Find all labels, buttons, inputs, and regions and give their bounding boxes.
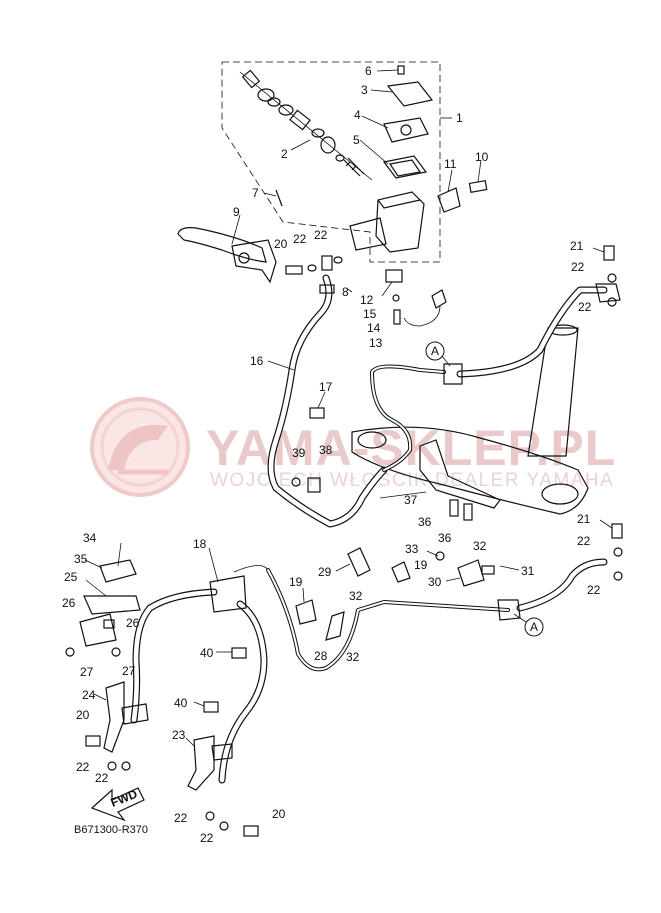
callout-28: 28 <box>314 649 328 663</box>
callout-40-lower: 40 <box>174 696 188 710</box>
callout-37: 37 <box>404 493 418 507</box>
callout-7: 7 <box>252 186 259 200</box>
diagram-code: B671300-R370 <box>74 824 148 836</box>
callout-22-left-b: 22 <box>95 771 109 785</box>
master-cylinder-group-outline <box>221 61 452 263</box>
callout-32-upper: 32 <box>473 539 487 553</box>
callout-1: 1 <box>456 111 463 125</box>
callout-20-lever: 20 <box>274 237 288 251</box>
callout-9: 9 <box>233 205 240 219</box>
callout-6: 6 <box>365 64 372 78</box>
callout-29: 29 <box>318 565 332 579</box>
callout-8: 8 <box>342 285 349 299</box>
svg-text:A: A <box>431 344 439 358</box>
callout-20-bottom: 20 <box>272 807 286 821</box>
callout-23: 23 <box>172 728 186 742</box>
callout-22-lower-b: 22 <box>587 583 601 597</box>
callout-4: 4 <box>354 108 361 122</box>
callout-26-left: 26 <box>62 596 76 610</box>
callout-5: 5 <box>353 133 360 147</box>
brake-switch <box>385 269 447 327</box>
callout-24: 24 <box>82 688 96 702</box>
callout-12: 12 <box>360 293 374 307</box>
ref-marker-a-upper: A <box>425 341 451 367</box>
watermark-subtext: WOJCIECH WŁOŚCIK DEALER YAMAHA <box>210 469 614 491</box>
hose-brackets-lower <box>103 681 233 791</box>
callout-32-lower: 32 <box>346 650 360 664</box>
callout-22-lever-b: 22 <box>314 228 328 242</box>
master-cylinder-body <box>275 179 488 253</box>
callout-17: 17 <box>319 380 333 394</box>
fittings-38-39 <box>291 477 321 493</box>
master-cylinder-kit <box>239 69 373 181</box>
callout-16: 16 <box>250 354 264 368</box>
ref-marker-a-lower: A <box>513 613 544 637</box>
callout-20-left: 20 <box>76 708 90 722</box>
left-brackets <box>65 559 141 657</box>
callout-38: 38 <box>319 443 333 457</box>
callout-36-left: 36 <box>418 515 432 529</box>
brake-lines-upper <box>370 283 621 472</box>
callout-36-right: 36 <box>438 531 452 545</box>
callout-31: 31 <box>521 564 535 578</box>
lever-hardware <box>285 255 343 275</box>
hose-clamps-40 <box>203 647 247 713</box>
callout-27-right: 27 <box>122 664 136 678</box>
callout-26-right: 26 <box>126 616 140 630</box>
callout-18: 18 <box>193 537 207 551</box>
callout-10: 10 <box>475 150 489 164</box>
fwd-arrow: FWD <box>90 787 145 822</box>
callout-19-lower: 19 <box>289 575 303 589</box>
watermark-logo <box>90 397 190 497</box>
banjo-bolts-washers <box>85 245 623 837</box>
callout-labels: 1 2 3 4 5 6 7 8 9 10 11 12 13 14 15 16 1… <box>62 64 601 845</box>
brake-lines-lower <box>266 558 608 672</box>
callout-22-bottom-a: 22 <box>174 811 188 825</box>
callout-15: 15 <box>363 307 377 321</box>
callout-33: 33 <box>405 542 419 556</box>
brake-hose-16 <box>267 274 388 528</box>
callout-13: 13 <box>369 336 383 350</box>
callout-32-mid: 32 <box>349 589 363 603</box>
callout-14: 14 <box>367 321 381 335</box>
callout-22-bottom-b: 22 <box>200 831 214 845</box>
callout-21-lower: 21 <box>577 512 591 526</box>
callout-21-upper: 21 <box>570 239 584 253</box>
callout-40-upper: 40 <box>200 646 214 660</box>
right-small-parts <box>295 547 495 641</box>
reservoir-cap-parts <box>382 65 434 179</box>
callout-35: 35 <box>74 552 88 566</box>
steering-head <box>351 324 589 515</box>
callout-19-upper: 19 <box>414 558 428 572</box>
callout-3: 3 <box>361 83 368 97</box>
svg-text:A: A <box>530 620 538 634</box>
callout-27-left: 27 <box>80 665 94 679</box>
callout-34: 34 <box>83 531 97 545</box>
bracket-37 <box>419 439 501 521</box>
callout-22-lever-a: 22 <box>293 232 307 246</box>
callout-2: 2 <box>281 147 288 161</box>
watermark: YAMA-SKLEP.PL WOJCIECH WŁOŚCIK DEALER YA… <box>90 397 615 497</box>
callout-11: 11 <box>444 157 457 171</box>
callout-22-left-a: 22 <box>76 760 90 774</box>
leader-lines <box>84 69 613 747</box>
callout-22-upper-a: 22 <box>571 260 585 274</box>
brake-hose-18 <box>130 565 269 784</box>
callout-25: 25 <box>64 570 78 584</box>
callout-22-upper-b: 22 <box>578 300 592 314</box>
brake-lever <box>177 227 277 284</box>
callout-39: 39 <box>292 446 306 460</box>
callout-22-lower-a: 22 <box>577 534 591 548</box>
callout-30: 30 <box>428 575 442 589</box>
